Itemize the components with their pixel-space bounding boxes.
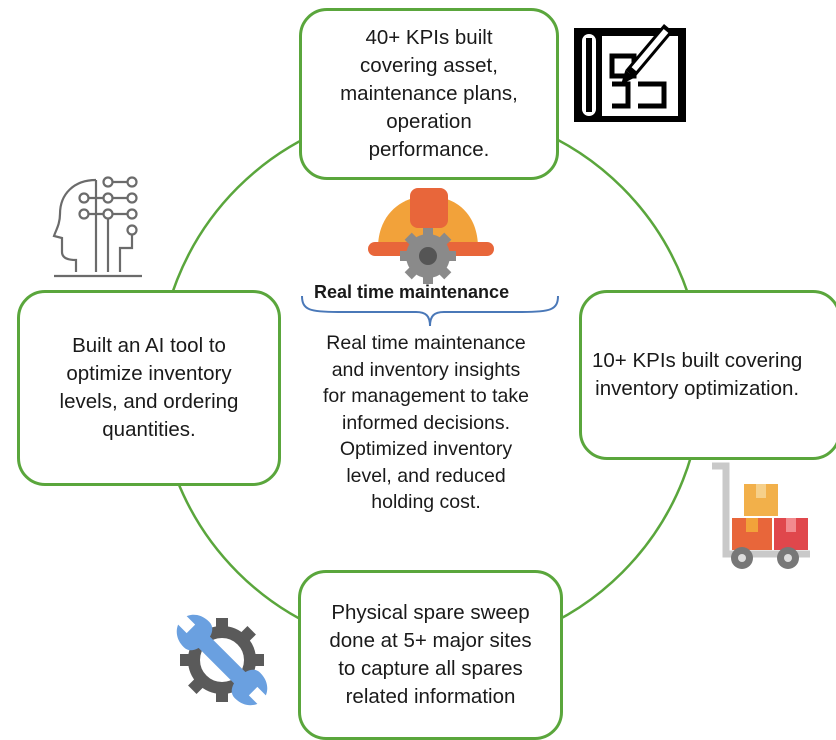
ai-tool-text: Built an AI tool to optimize inventory l… xyxy=(59,334,239,441)
center-brace xyxy=(301,295,559,327)
ai-tool-box: Built an AI tool to optimize inventory l… xyxy=(17,290,281,486)
wrench-gear-icon xyxy=(176,614,268,706)
kpi-inventory-box: 10+ KPIs built covering inventory optimi… xyxy=(579,290,836,460)
hard-hat-gear-icon xyxy=(368,188,494,284)
spare-sweep-text: Physical spare sweep done at 5+ major si… xyxy=(329,601,532,708)
center-summary-text: Real time maintenance and inventory insi… xyxy=(323,332,529,513)
kpi-inventory-text: 10+ KPIs built covering inventory optimi… xyxy=(592,349,803,400)
ai-head-circuit-icon xyxy=(52,176,142,278)
spare-sweep-box: Physical spare sweep done at 5+ major si… xyxy=(298,570,563,740)
blueprint-pencil-icon xyxy=(574,24,686,122)
kpi-asset-text: 40+ KPIs built covering asset, maintenan… xyxy=(340,26,518,161)
kpi-asset-box: 40+ KPIs built covering asset, maintenan… xyxy=(299,8,559,180)
hand-truck-boxes-icon xyxy=(712,462,810,569)
center-title: Real time maintenance xyxy=(314,282,510,302)
